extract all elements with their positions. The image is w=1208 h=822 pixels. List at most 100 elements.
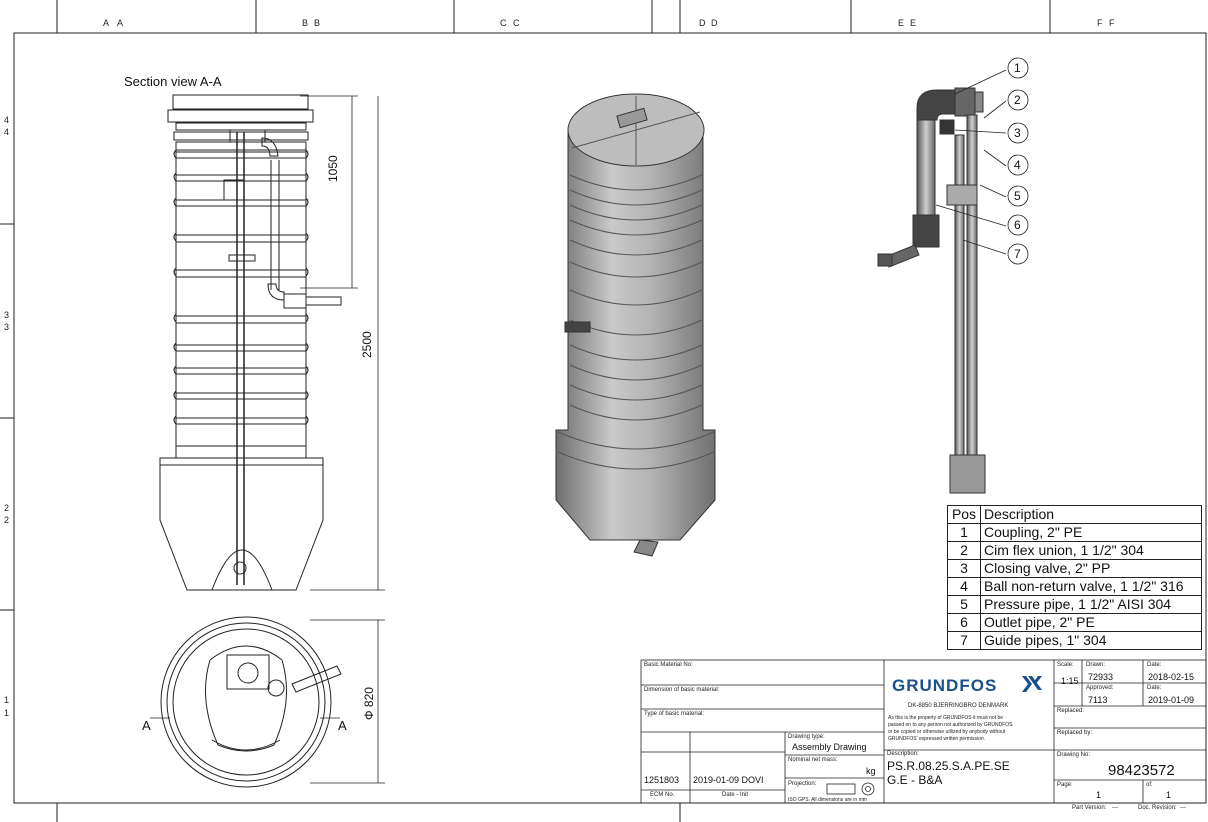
callout-number: 1 [1014,61,1021,75]
scale-value: 1:15 [1061,676,1079,686]
parts-description: Closing valve, 2" PP [980,559,1202,578]
legal-line: passed on to any person not authorized b… [888,722,1013,728]
section-marker-left: A [142,718,151,733]
zone-letter: E [898,18,905,28]
zone-letter: D [699,18,706,28]
tank-3d-view [555,93,716,557]
parts-description: Coupling, 2" PE [980,523,1202,542]
zone-letter: C [500,18,507,28]
pipework-view [877,87,986,494]
legal-line: As this is the property of GRUNDFOS it m… [888,715,1004,721]
parts-pos: 2 [947,541,981,560]
zone-letter: A [103,18,110,28]
parts-pos: 3 [947,559,981,578]
page-value: 1 [1096,790,1102,800]
date-label: Date: [1147,662,1162,668]
legal-line: GRUNDFOS' expressed written permission. [888,736,986,742]
zone-number: 4 [4,115,10,125]
ecm-number: 1251803 [644,775,680,785]
zone-number: 3 [4,322,10,332]
zone-number: 3 [4,310,10,320]
parts-header-description: Description [980,505,1202,524]
callout-number: 6 [1014,218,1021,232]
dimension-diameter-820: Φ 820 [362,687,376,720]
part-version-label: Part Version: [1072,805,1107,811]
section-title: Section view A-A [124,74,222,89]
zone-letter: A [117,18,124,28]
of-value: 1 [1166,790,1172,800]
iso-gps-note: ISO GPS. All dimensions are in mm [788,797,867,803]
dimension-material-label: Dimension of basic material: [644,687,720,693]
parts-description: Outlet pipe, 2" PE [980,613,1202,632]
zone-number: 2 [4,515,10,525]
nominal-mass-label: Nominal net mass: [788,757,838,763]
zone-number: 1 [4,708,10,718]
replaced-by-label: Replaced by: [1057,730,1093,736]
mass-unit: kg [866,766,876,776]
part-version-value: --- [1112,805,1118,811]
section-view [159,94,342,591]
parts-pos: 4 [947,577,981,596]
callout-leaders [935,69,1007,255]
zone-letter: D [711,18,718,28]
parts-description: Ball non-return valve, 1 1/2" 316 [980,577,1202,596]
callout-number: 3 [1014,126,1021,140]
corrugations [173,149,309,458]
drawn-label: Drawn: [1086,662,1106,668]
page-label: Page: [1057,782,1073,788]
legal-line: or be copied or otherwise utilized by an… [888,729,1006,735]
callout-number: 4 [1014,158,1021,172]
date-label: Date: [1147,685,1162,691]
zone-number: 4 [4,127,10,137]
drawing-number-label: Drawing No: [1057,752,1091,758]
approved-label: Approved: [1086,685,1114,691]
doc-revision-label: Doc. Revision: [1138,805,1177,811]
ecm-label: ECM No. [650,792,675,798]
description-label: Description: [887,751,919,757]
parts-header-row: Pos Description [947,505,1202,524]
zone-letter: E [910,18,917,28]
approved-value: 7113 [1088,695,1108,705]
zone-number: 2 [4,503,10,513]
drawing-type-value: Assembly Drawing [792,742,867,752]
parts-header-pos: Pos [947,505,981,524]
doc-revision-value: --- [1180,805,1186,811]
description-line-1: PS.R.08.25.S.A.PE.SE [887,759,1010,773]
parts-pos: 6 [947,613,981,632]
parts-description: Guide pipes, 1" 304 [980,631,1202,650]
parts-pos: 7 [947,631,981,650]
top-view [160,616,342,788]
drawing-number: 98423572 [1108,762,1175,779]
zone-letter: F [1109,18,1115,28]
callout-number: 2 [1014,93,1021,107]
of-label: of: [1146,782,1153,788]
scale-label: Scale: [1057,662,1074,668]
date-drawn-value: 2018-02-15 [1148,672,1195,682]
drawing-type-label: Drawing type: [788,734,825,740]
zone-letter: B [302,18,309,28]
dimension-lines [150,95,385,784]
replaced-label: Replaced: [1057,708,1085,714]
parts-description: Cim flex union, 1 1/2" 304 [980,541,1202,560]
callout-number: 7 [1014,247,1021,261]
zone-letter: B [314,18,321,28]
section-marker-right: A [338,718,347,733]
projection-label: Projection: [788,781,817,787]
callout-circles [1007,57,1029,265]
basic-material-label: Basic Material No: [644,662,693,668]
dimension-2500: 2500 [360,331,374,358]
date-init-label: Date - Init [722,792,749,798]
company-address: DK-8850 BJERRINGBRO DENMARK [908,703,1009,709]
date-approved-value: 2019-01-09 [1148,695,1195,705]
parts-pos: 5 [947,595,981,614]
